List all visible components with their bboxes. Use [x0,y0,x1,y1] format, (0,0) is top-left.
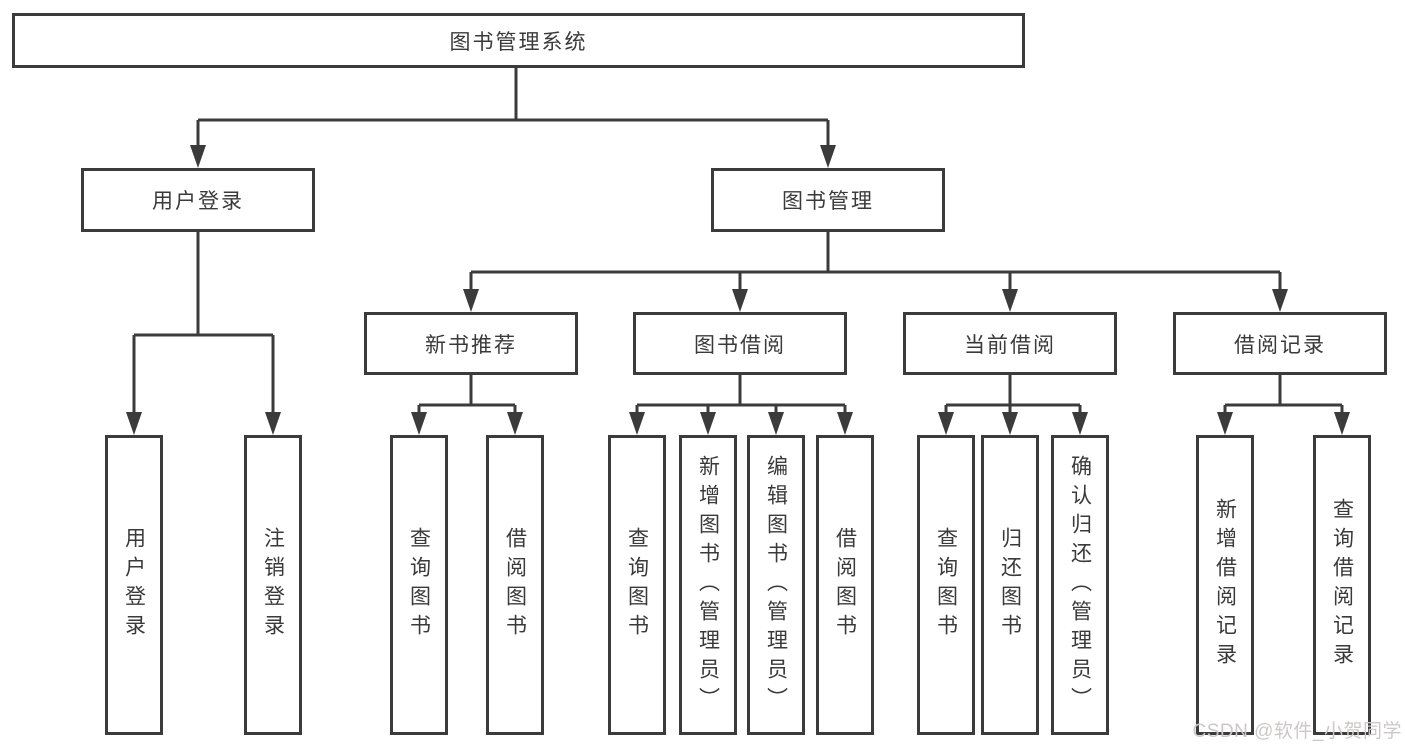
node-current-borrow: 当前借阅 [903,312,1117,375]
node-bb-query-book: 查询图书 [608,435,666,735]
connector-book-mgmt-children [463,232,1288,312]
node-new-book-rec-label: 新书推荐 [425,333,517,357]
node-bb-add-book-label: 新增图书（管理员） [696,454,720,716]
arrowhead-icon [1272,289,1288,312]
node-cb-confirm-return: 确认归还（管理员） [1051,435,1109,735]
node-cb-return-book: 归还图书 [981,435,1039,735]
node-current-borrow-label: 当前借阅 [964,333,1056,357]
arrowhead-icon [938,412,954,435]
arrowhead-icon [463,289,479,312]
arrowhead-icon [1072,412,1088,435]
node-user-login: 用户登录 [81,168,315,232]
node-book-mgmt: 图书管理 [711,168,945,232]
node-borrow-record: 借阅记录 [1173,312,1387,375]
node-leaf-user-login-label: 用户登录 [122,527,146,643]
arrowhead-icon [629,412,645,435]
connector-root-to-level2 [190,68,836,168]
connector-book-borrow-children [629,375,853,435]
node-br-add-record-label: 新增借阅记录 [1213,498,1237,672]
node-bb-add-book: 新增图书（管理员） [679,435,737,735]
node-bb-borrow-book-label: 借阅图书 [833,527,857,643]
arrowhead-icon [820,145,836,168]
node-cb-confirm-return-label: 确认归还（管理员） [1068,454,1092,716]
node-nbr-borrow-book-label: 借阅图书 [503,527,527,643]
arrowhead-icon [1217,412,1233,435]
arrowhead-icon [1002,289,1018,312]
connector-current-borrow-children [938,375,1088,435]
arrowhead-icon [700,412,716,435]
connector-user-login-children [126,232,281,435]
arrowhead-icon [1002,412,1018,435]
arrowhead-icon [190,145,206,168]
node-cb-query-book-label: 查询图书 [934,527,958,643]
node-borrow-record-label: 借阅记录 [1234,333,1326,357]
connector-new-book-rec-children [411,375,523,435]
node-cb-return-book-label: 归还图书 [998,527,1022,643]
arrowhead-icon [1334,412,1350,435]
node-br-query-record-label: 查询借阅记录 [1330,498,1354,672]
node-book-borrow-label: 图书借阅 [694,333,786,357]
arrowhead-icon [768,412,784,435]
node-cb-query-book: 查询图书 [917,435,975,735]
node-bb-edit-book-label: 编辑图书（管理员） [764,454,788,716]
node-nbr-query-book-label: 查询图书 [407,527,431,643]
node-br-add-record: 新增借阅记录 [1196,435,1254,735]
node-nbr-query-book: 查询图书 [390,435,448,735]
node-user-login-label: 用户登录 [152,190,244,213]
arrowhead-icon [507,412,523,435]
node-book-mgmt-label: 图书管理 [782,190,874,213]
arrowhead-icon [837,412,853,435]
arrowhead-icon [732,289,748,312]
node-bb-borrow-book: 借阅图书 [816,435,874,735]
node-nbr-borrow-book: 借阅图书 [486,435,544,735]
arrowhead-icon [126,412,142,435]
node-book-borrow: 图书借阅 [633,312,847,375]
node-new-book-rec: 新书推荐 [364,312,578,375]
node-root-system: 图书管理系统 [12,13,1025,68]
node-bb-query-book-label: 查询图书 [625,527,649,643]
node-leaf-user-login: 用户登录 [105,435,163,735]
arrowhead-icon [411,412,427,435]
node-leaf-logout-label: 注销登录 [261,527,285,643]
csdn-watermark: CSDN @软件_小贺同学 [1192,721,1402,742]
node-br-query-record: 查询借阅记录 [1313,435,1371,735]
arrowhead-icon [265,412,281,435]
node-leaf-logout: 注销登录 [244,435,302,735]
connector-borrow-record-children [1217,375,1350,435]
node-root-label: 图书管理系统 [449,30,588,54]
node-bb-edit-book: 编辑图书（管理员） [747,435,805,735]
